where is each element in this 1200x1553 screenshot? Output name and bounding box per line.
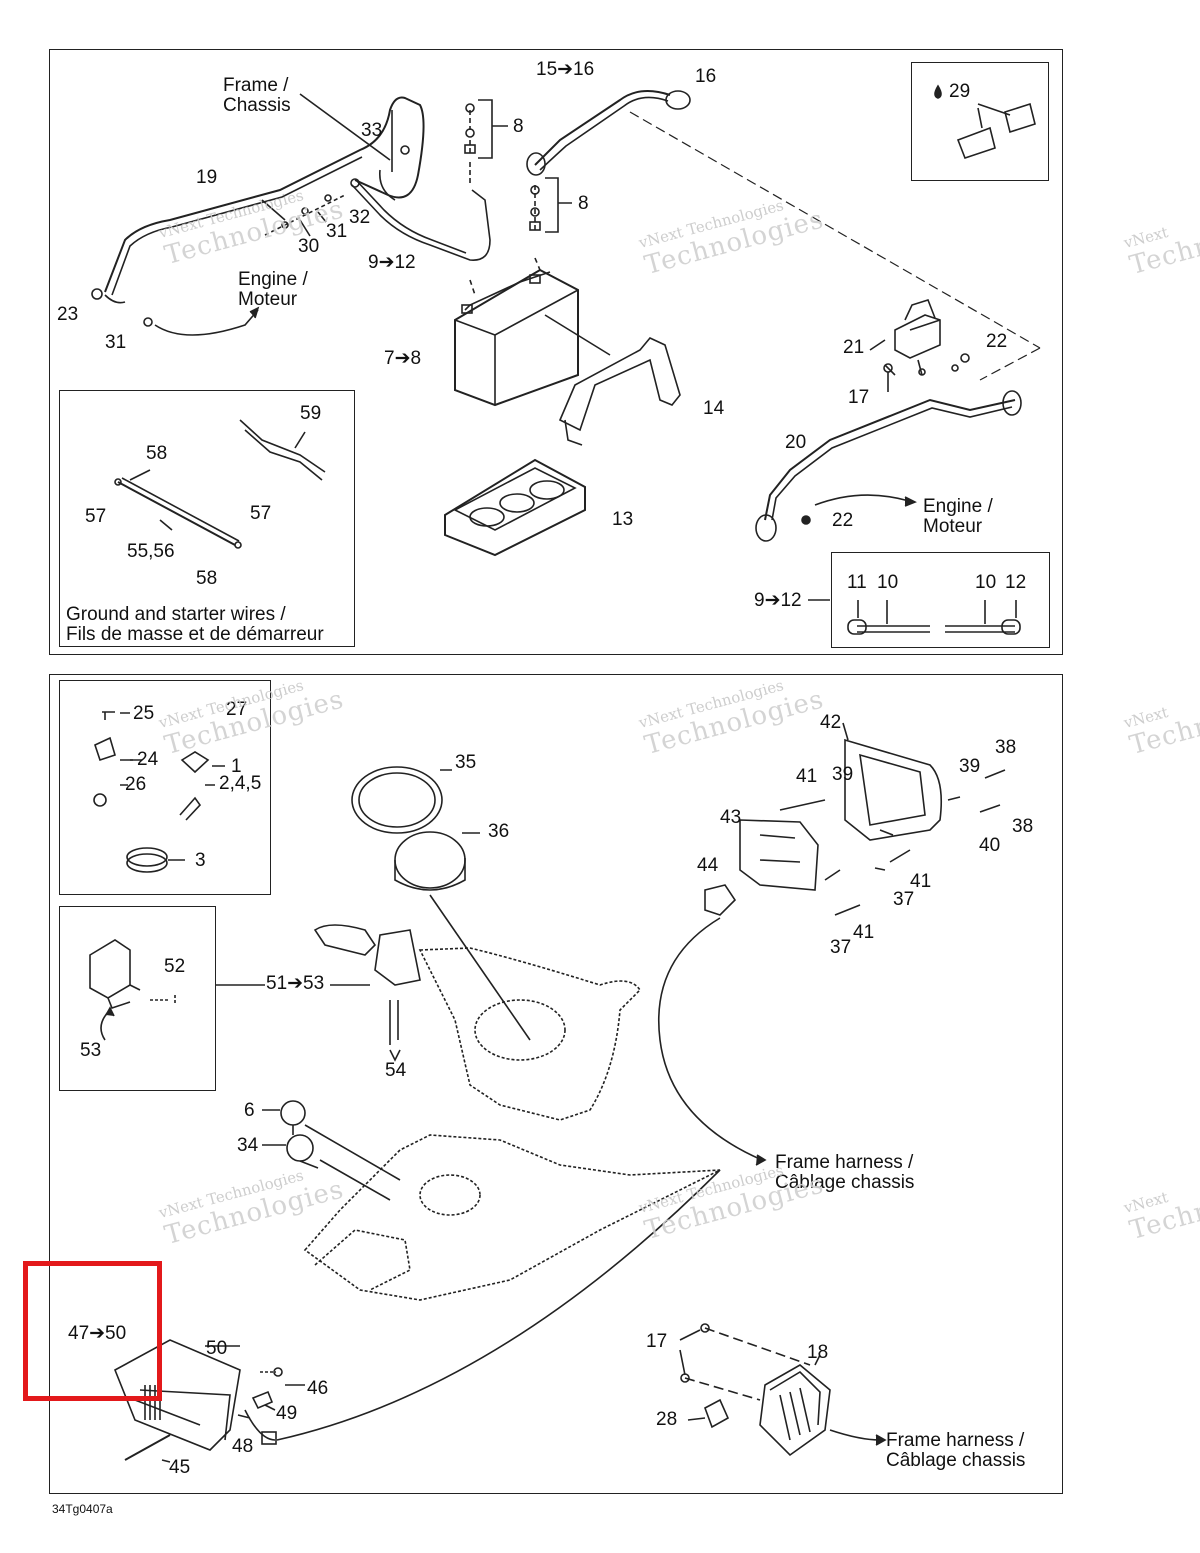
ground-starter-wires-box (59, 390, 355, 647)
label-49: 49 (276, 1403, 298, 1424)
label-10-left: 10 (877, 572, 899, 593)
label-42: 42 (820, 712, 842, 733)
label-37-lower: 37 (830, 937, 852, 958)
label-29: 29 (949, 81, 971, 102)
bottom-diagram-panel (49, 674, 1063, 1494)
label-7-8: 7➔8 (384, 348, 422, 369)
label-24: 24 (137, 749, 159, 770)
label-47-50: 47➔50 (68, 1323, 127, 1344)
label-38-lower: 38 (1012, 816, 1034, 837)
label-59: 59 (300, 403, 322, 424)
label-19: 19 (196, 167, 218, 188)
label-54: 54 (385, 1060, 407, 1081)
label-frame-chassis: Frame / Chassis (223, 75, 291, 116)
label-20: 20 (785, 432, 807, 453)
label-11: 11 (847, 572, 867, 593)
label-6: 6 (244, 1100, 255, 1121)
label-12: 12 (1005, 572, 1027, 593)
label-engine-moteur-left: Engine / Moteur (238, 269, 308, 310)
label-frame-harness-upper: Frame harness / Câblage chassis (775, 1152, 915, 1193)
label-58-lower: 58 (196, 568, 218, 589)
label-8-lower: 8 (578, 193, 589, 214)
switch-inset-box (59, 906, 216, 1091)
label-58-upper: 58 (146, 443, 168, 464)
label-22-lower: 22 (832, 510, 854, 531)
top-diagram-panel (49, 49, 1063, 655)
label-17-bottom: 17 (646, 1331, 668, 1352)
label-22-upper: 22 (986, 331, 1008, 352)
ground-starter-caption: Ground and starter wires / Fils de masse… (66, 604, 324, 645)
label-50: 50 (206, 1338, 228, 1359)
label-38-upper: 38 (995, 737, 1017, 758)
figure-code: 34Tg0407a (52, 1502, 113, 1516)
label-2-4-5: 2,4,5 (219, 773, 262, 794)
label-53: 53 (80, 1040, 102, 1061)
label-43: 43 (720, 807, 742, 828)
label-3: 3 (195, 850, 206, 871)
label-41-lower: 41 (853, 922, 875, 943)
label-17-top: 17 (848, 387, 870, 408)
label-31-upper: 31 (326, 221, 348, 242)
label-27: 27 (226, 699, 248, 720)
label-18: 18 (807, 1342, 829, 1363)
label-25: 25 (133, 703, 155, 724)
label-51-53: 51➔53 (266, 973, 325, 994)
label-9-12-upper: 9➔12 (368, 252, 416, 273)
label-34: 34 (237, 1135, 259, 1156)
label-30: 30 (298, 236, 320, 257)
label-35: 35 (455, 752, 477, 773)
label-frame-harness-lower: Frame harness / Câblage chassis (886, 1430, 1026, 1471)
label-41-middle: 41 (910, 871, 932, 892)
label-26: 26 (125, 774, 147, 795)
label-13: 13 (612, 509, 634, 530)
highlight-box-47-50 (23, 1261, 162, 1401)
label-46: 46 (307, 1378, 329, 1399)
label-37-upper: 37 (893, 889, 915, 910)
label-44: 44 (697, 855, 719, 876)
label-16: 16 (695, 66, 717, 87)
label-8-upper: 8 (513, 116, 524, 137)
label-52: 52 (164, 956, 186, 977)
label-39-right: 39 (959, 756, 981, 777)
label-32: 32 (349, 207, 371, 228)
label-31-lower: 31 (105, 332, 127, 353)
label-57-left: 57 (85, 506, 107, 527)
label-engine-moteur-right: Engine / Moteur (923, 496, 993, 537)
label-9-12-lower: 9➔12 (754, 590, 802, 611)
label-21: 21 (843, 337, 865, 358)
label-23: 23 (57, 304, 79, 325)
label-14: 14 (703, 398, 725, 419)
label-55-56: 55,56 (127, 541, 175, 562)
label-48: 48 (232, 1436, 254, 1457)
label-57-right: 57 (250, 503, 272, 524)
label-10-right: 10 (975, 572, 997, 593)
label-40: 40 (979, 835, 1001, 856)
label-41-upper: 41 (796, 766, 818, 787)
label-39-left: 39 (832, 764, 854, 785)
label-28: 28 (656, 1409, 678, 1430)
label-1: 1 (231, 756, 242, 777)
label-36: 36 (488, 821, 510, 842)
label-15-16: 15➔16 (536, 59, 595, 80)
label-45: 45 (169, 1457, 191, 1478)
label-33: 33 (361, 120, 383, 141)
